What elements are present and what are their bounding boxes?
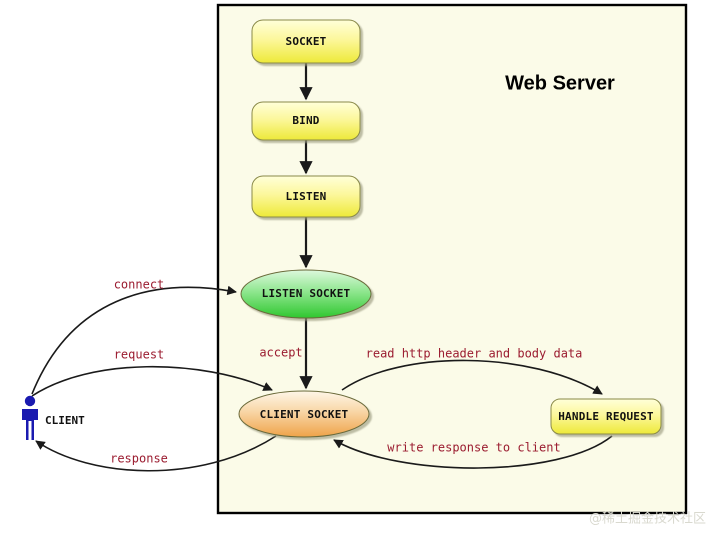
node-handle-request-label: HANDLE REQUEST [558, 410, 654, 423]
node-listen-shape [251, 175, 361, 218]
web-server-title: Web Server [505, 72, 615, 94]
actor-client[interactable]: CLIENT [22, 395, 85, 440]
node-handle-request-shape [550, 398, 662, 435]
actor-body-icon [22, 409, 38, 440]
node-listen[interactable]: LISTEN [251, 175, 361, 218]
node-listen-socket-label: LISTEN SOCKET [262, 287, 351, 300]
edge-label-connect: connect [114, 278, 165, 292]
actor-client-label: CLIENT [45, 414, 85, 427]
node-listen-socket[interactable]: LISTEN SOCKET [240, 269, 372, 319]
node-client-socket[interactable]: CLIENT SOCKET [238, 390, 370, 438]
node-socket[interactable]: SOCKET [251, 19, 361, 64]
node-bind[interactable]: BIND [251, 101, 361, 141]
edge-write-response [333, 435, 613, 469]
watermark: @稀土掘金技术社区 [589, 511, 706, 527]
node-socket-shape [251, 19, 361, 64]
edge-label-read-http: read http header and body data [366, 347, 583, 361]
node-bind-label: BIND [292, 114, 319, 127]
edge-label-write-response: write response to client [387, 441, 560, 455]
edge-label-response: response [110, 452, 168, 466]
node-client-socket-shape [238, 390, 370, 438]
edge-connect [31, 285, 237, 395]
edge-label-accept: accept [259, 346, 302, 360]
actor-head-icon [24, 395, 36, 407]
edge-request [31, 365, 273, 397]
edge-response [35, 435, 277, 472]
node-listen-socket-shape [240, 269, 372, 319]
node-client-socket-label: CLIENT SOCKET [260, 408, 349, 421]
edge-read-http [341, 359, 603, 395]
node-bind-shape [251, 101, 361, 141]
node-listen-label: LISTEN [286, 190, 327, 203]
node-handle-request[interactable]: HANDLE REQUEST [550, 398, 662, 435]
node-socket-label: SOCKET [286, 35, 327, 48]
edge-label-request: request [114, 348, 165, 362]
